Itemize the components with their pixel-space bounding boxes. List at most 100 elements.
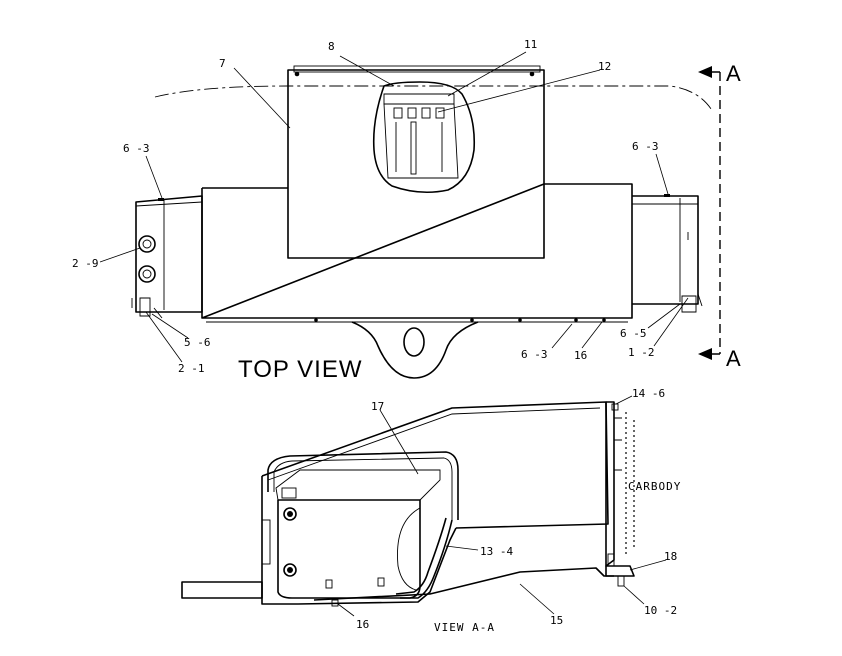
top-cover: [261, 401, 609, 529]
section-cut-line: A A: [698, 61, 741, 371]
leader-2-1: [145, 311, 183, 363]
bolt: [377, 577, 385, 587]
lifting-eye-hole: [403, 327, 425, 357]
leader-16-top: [581, 321, 603, 349]
callout-8: 8: [328, 40, 335, 53]
cutaway-region: [372, 81, 476, 194]
leader-16-bottom: [337, 603, 355, 617]
callout-16-bottom: 16: [356, 618, 369, 631]
bolt: [602, 318, 606, 322]
callout-10-2: 10 -2: [644, 604, 677, 617]
base-rail: [313, 567, 614, 601]
callout-2-9: 2 -9: [72, 257, 99, 270]
callout-6-3-right: 6 -3: [632, 140, 659, 153]
top-view-title: TOP VIEW: [238, 356, 362, 383]
connector-inner: [142, 269, 152, 279]
leader-17: [379, 409, 419, 475]
bracket: [261, 519, 271, 565]
callout-16-top: 16: [574, 349, 587, 362]
fuse-block-top: [383, 93, 455, 105]
fuse-terminal: [393, 107, 403, 119]
section-arrow-top-head: [698, 66, 712, 78]
bolt: [470, 318, 474, 322]
bolt: [294, 71, 300, 77]
top-left-box-edge: [135, 201, 203, 207]
section-letter-top: A: [726, 61, 741, 86]
leader-14-6: [615, 395, 633, 405]
right-box-bracket: [681, 293, 703, 313]
leader-12: [437, 69, 601, 113]
leader-10-2: [623, 585, 645, 605]
section-view: [181, 401, 635, 607]
foot-mount: [605, 565, 635, 577]
outline-curve: [154, 85, 714, 113]
bolt: [158, 198, 164, 201]
callout-6-3-left: 6 -3: [123, 142, 150, 155]
cable-arc: [397, 507, 421, 591]
leader-11: [447, 51, 527, 97]
callout-6-3-bottom: 6 -3: [521, 348, 548, 361]
bolt: [574, 318, 578, 322]
callout-6-5: 6 -5: [620, 327, 647, 340]
fuse-terminal: [407, 107, 417, 119]
connector: [138, 235, 156, 253]
bolt: [331, 599, 339, 607]
callout-labels: 7 8 11 12 6 -3 6 -3 2 -9 5 -6 2 -1 6 -3 …: [72, 38, 677, 631]
callout-12: 12: [598, 60, 611, 73]
callout-11: 11: [524, 38, 537, 51]
connector: [138, 265, 156, 283]
callout-2-1: 2 -1: [178, 362, 205, 375]
leader-15: [519, 583, 555, 615]
terminal-post-center: [287, 511, 293, 517]
inner-housing-top: [275, 469, 441, 501]
leader-lines: [99, 51, 689, 617]
terminal-post: [283, 507, 297, 521]
leader-6-3-right: [655, 153, 669, 195]
bracket: [281, 487, 297, 499]
fuse-terminal: [435, 107, 445, 119]
leader-1-2: [653, 297, 689, 347]
leader-18: [629, 559, 667, 571]
top-center-plate: [287, 69, 545, 259]
connector-inner: [142, 239, 152, 249]
foot-bolt: [617, 575, 625, 587]
callout-1-2: 1 -2: [628, 346, 655, 359]
top-right-box: [632, 195, 699, 305]
cable: [400, 519, 453, 599]
terminal-post-center: [287, 567, 293, 573]
bolt: [314, 318, 318, 322]
fuse-terminal: [421, 107, 431, 119]
section-letter-bottom: A: [726, 346, 741, 371]
left-box-bracket: [131, 297, 163, 319]
hold-down-strap-inner: [273, 457, 453, 520]
callout-17: 17: [371, 400, 384, 413]
leader-6-3-bottom: [551, 323, 573, 349]
leader-5-6: [151, 313, 189, 339]
hold-down-strap: [267, 451, 459, 520]
lifting-eye: [351, 321, 479, 379]
bolt: [325, 579, 333, 589]
fuse-block: [383, 103, 459, 179]
top-wide-body: [201, 183, 633, 319]
bolt: [664, 194, 670, 197]
cable: [395, 517, 447, 595]
leader-13-4: [445, 545, 479, 551]
arm-plate: [181, 581, 263, 599]
terminal-post: [283, 563, 297, 577]
leader-2-9: [99, 247, 141, 263]
callout-7: 7: [219, 57, 226, 70]
section-view-title: VIEW A-A: [434, 621, 495, 634]
callout-14-6: 14 -6: [632, 387, 665, 400]
top-cover-inner: [267, 407, 601, 481]
top-view: [131, 65, 714, 379]
carbody-edge: [614, 417, 622, 471]
carbody-label: CARBODY: [628, 480, 681, 493]
bolt: [518, 318, 522, 322]
leader-6-3-left: [145, 155, 163, 199]
fuse-slot: [410, 121, 417, 175]
leader-8: [339, 55, 395, 87]
leader-6-5: [647, 303, 681, 329]
callout-13-4: 13 -4: [480, 545, 513, 558]
leader-7: [233, 67, 291, 129]
